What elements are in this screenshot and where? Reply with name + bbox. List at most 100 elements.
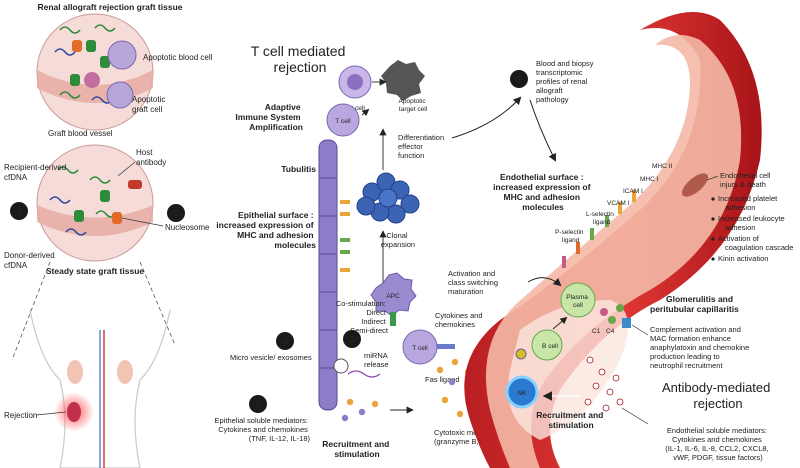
mirna-line1: miRNA <box>364 351 388 360</box>
complement-components <box>600 304 631 328</box>
endothelial-mediators-line2: Cytokines and chemokines <box>672 435 762 444</box>
rejection-tissue-circle <box>36 13 154 131</box>
svg-text:miRNA release: miRNA release <box>364 351 389 369</box>
svg-text:Activation and class switc: Activation and class switching maturatio… <box>448 269 500 296</box>
body-silhouette <box>29 309 171 468</box>
apc-label: APC <box>386 293 400 300</box>
epithelial-mediators-line1: Epithelial soluble mediators: <box>215 416 308 425</box>
injury-line2: injury & death <box>720 180 766 189</box>
bullet-3-line1: Activation of <box>718 234 760 243</box>
host-antibody-pointer <box>117 161 136 177</box>
endothelial-mediators-line3: (IL-1, IL-6, IL-8, CCL2, CXCL8, <box>665 444 768 453</box>
vcam-label: VCAM I <box>607 200 630 207</box>
marker-3: 3 <box>343 330 361 348</box>
b-cell-shape <box>531 329 563 361</box>
plasma-cell-shape <box>560 282 596 318</box>
svg-text:T cell mediated rejection: T cell mediated rejection <box>251 43 350 75</box>
nucleosome-shapes <box>70 40 110 86</box>
apc-cell: APC <box>370 272 417 326</box>
b-cell-label: B cell <box>542 343 558 350</box>
svg-text:Epithelial surface : incre: Epithelial surface : increased expressio… <box>216 210 316 250</box>
antibody-title-line2: rejection <box>693 396 742 411</box>
nucleosome-pointer <box>121 217 164 227</box>
glomerulitis-line1: Glomerulitis and <box>666 294 733 304</box>
svg-text:Apoptotic target cell: Apoptotic target cell <box>399 98 428 113</box>
effector-t-cell-label: T cell <box>335 118 351 125</box>
activation-line2: class switching <box>448 278 498 287</box>
marker-2: 2 <box>510 70 528 88</box>
plasma-cell-line2: cell <box>573 302 583 309</box>
mhc-ii-label: MHC II <box>652 163 672 170</box>
ab-recruitment-line1: Recruitment and <box>536 410 603 420</box>
adaptive-line3: Amplification <box>249 122 303 132</box>
complement-text-line4: production leading to <box>650 352 720 361</box>
svg-text:Recruitment and stimulatio: Recruitment and stimulation <box>322 439 391 459</box>
svg-text:Kinin activation: Kinin activation <box>718 254 768 263</box>
svg-text:Endothelial cell injury &: Endothelial cell injury & death <box>720 171 773 189</box>
bullet-1-line1: Increased platelet <box>718 194 778 203</box>
apoptotic-graft-cell-shape <box>106 81 134 109</box>
steady-state-circle <box>36 144 154 262</box>
apoptotic-blood-cell-label: Apoptotic blood cell <box>143 53 213 62</box>
icam-label: ICAM I <box>623 188 643 195</box>
exosome-shape <box>333 358 349 374</box>
donor-cfdna-line2: cfDNA <box>4 261 28 270</box>
clonal-expansion-cluster <box>356 172 420 224</box>
tubulitis-label: Tubulitis <box>281 164 316 174</box>
t-cell-label: T cell <box>412 345 428 352</box>
recipient-cfdna-line2: cfDNA <box>4 173 28 182</box>
bullet-3-line2: coagulation cascade <box>725 243 793 252</box>
apoptotic-graft-cell-line2: graft cell <box>132 105 162 114</box>
svg-text:Adaptive Immune System: Adaptive Immune System Amplification <box>235 102 303 132</box>
complement-c4: C4 <box>606 328 615 335</box>
top-tissue-title: Renal allograft rejection graft tissue <box>37 2 182 12</box>
complement-text-line3: anaphylatoxin and chemokine <box>650 343 749 352</box>
clonal-line1: Clonal <box>386 231 408 240</box>
mediator-dots-right <box>584 356 624 412</box>
bullet-2-line1: Increased leukocyte <box>718 214 785 223</box>
endothelial-mediators-line4: vWF, PDGF, tissue factors) <box>673 453 763 462</box>
svg-text:Differentiation effector: Differentiation effector function <box>398 133 446 160</box>
tcell-title-line1: T cell mediated <box>251 43 346 59</box>
svg-text:4: 4 <box>282 337 288 348</box>
svg-text:Clonal expansion: Clonal expansion <box>381 231 415 249</box>
svg-text:2: 2 <box>516 75 521 86</box>
nk-cell-shape <box>505 375 539 409</box>
epithelial-mediators-line3: (TNF, IL-12, IL-18) <box>249 434 311 443</box>
complement-c1: C1 <box>592 328 601 335</box>
differentiation-line2: effector <box>398 142 423 151</box>
rejection-pointer <box>35 411 67 416</box>
svg-text:Antibody-mediated rejectio: Antibody-mediated rejection <box>662 380 774 411</box>
endothelial-mediators-line1: Endothelial soluble mediators: <box>667 426 767 435</box>
mirna-strand <box>347 370 381 378</box>
funnel-line-left <box>11 261 51 361</box>
l-selectin-label: L-selectin <box>586 211 614 218</box>
pathology-arrow-2 <box>529 99 556 162</box>
svg-text:Plasma cell: Plasma cell <box>566 294 590 309</box>
nucleosome-label: Nucleosome <box>165 223 210 232</box>
complement-text-line1: Complement activation and <box>650 325 741 334</box>
mirna-line2: release <box>364 360 389 369</box>
clonal-line2: expansion <box>381 240 415 249</box>
tubule-epithelium <box>318 139 350 411</box>
epithelial-surface-line2: increased expression of <box>216 220 313 230</box>
pathology-line2: transcriptomic <box>536 68 583 77</box>
costim-line4: Semi-direct <box>350 326 389 335</box>
svg-text:Endothelial surface : incr: Endothelial surface : increased expressi… <box>493 172 593 212</box>
adaptive-line2: Immune System <box>235 112 301 122</box>
pathology-arrow-1 <box>451 96 522 139</box>
svg-text:Complement activation and: Complement activation and MAC formation … <box>650 325 751 370</box>
ab-recruitment-line2: stimulation <box>548 420 593 430</box>
recipient-cfdna-line1: Recipient-derived <box>4 163 66 172</box>
endothelial-molecules <box>562 190 636 268</box>
svg-text:5: 5 <box>255 400 261 411</box>
costim-line2: Direct <box>366 308 387 317</box>
marker-6: 6 <box>167 204 185 222</box>
p-selectin-label: P-selectin <box>555 229 584 236</box>
svg-text:6: 6 <box>173 209 178 220</box>
activation-line3: maturation <box>448 287 483 296</box>
svg-text:Apoptotic graft cell: Apoptotic graft cell <box>132 95 168 114</box>
